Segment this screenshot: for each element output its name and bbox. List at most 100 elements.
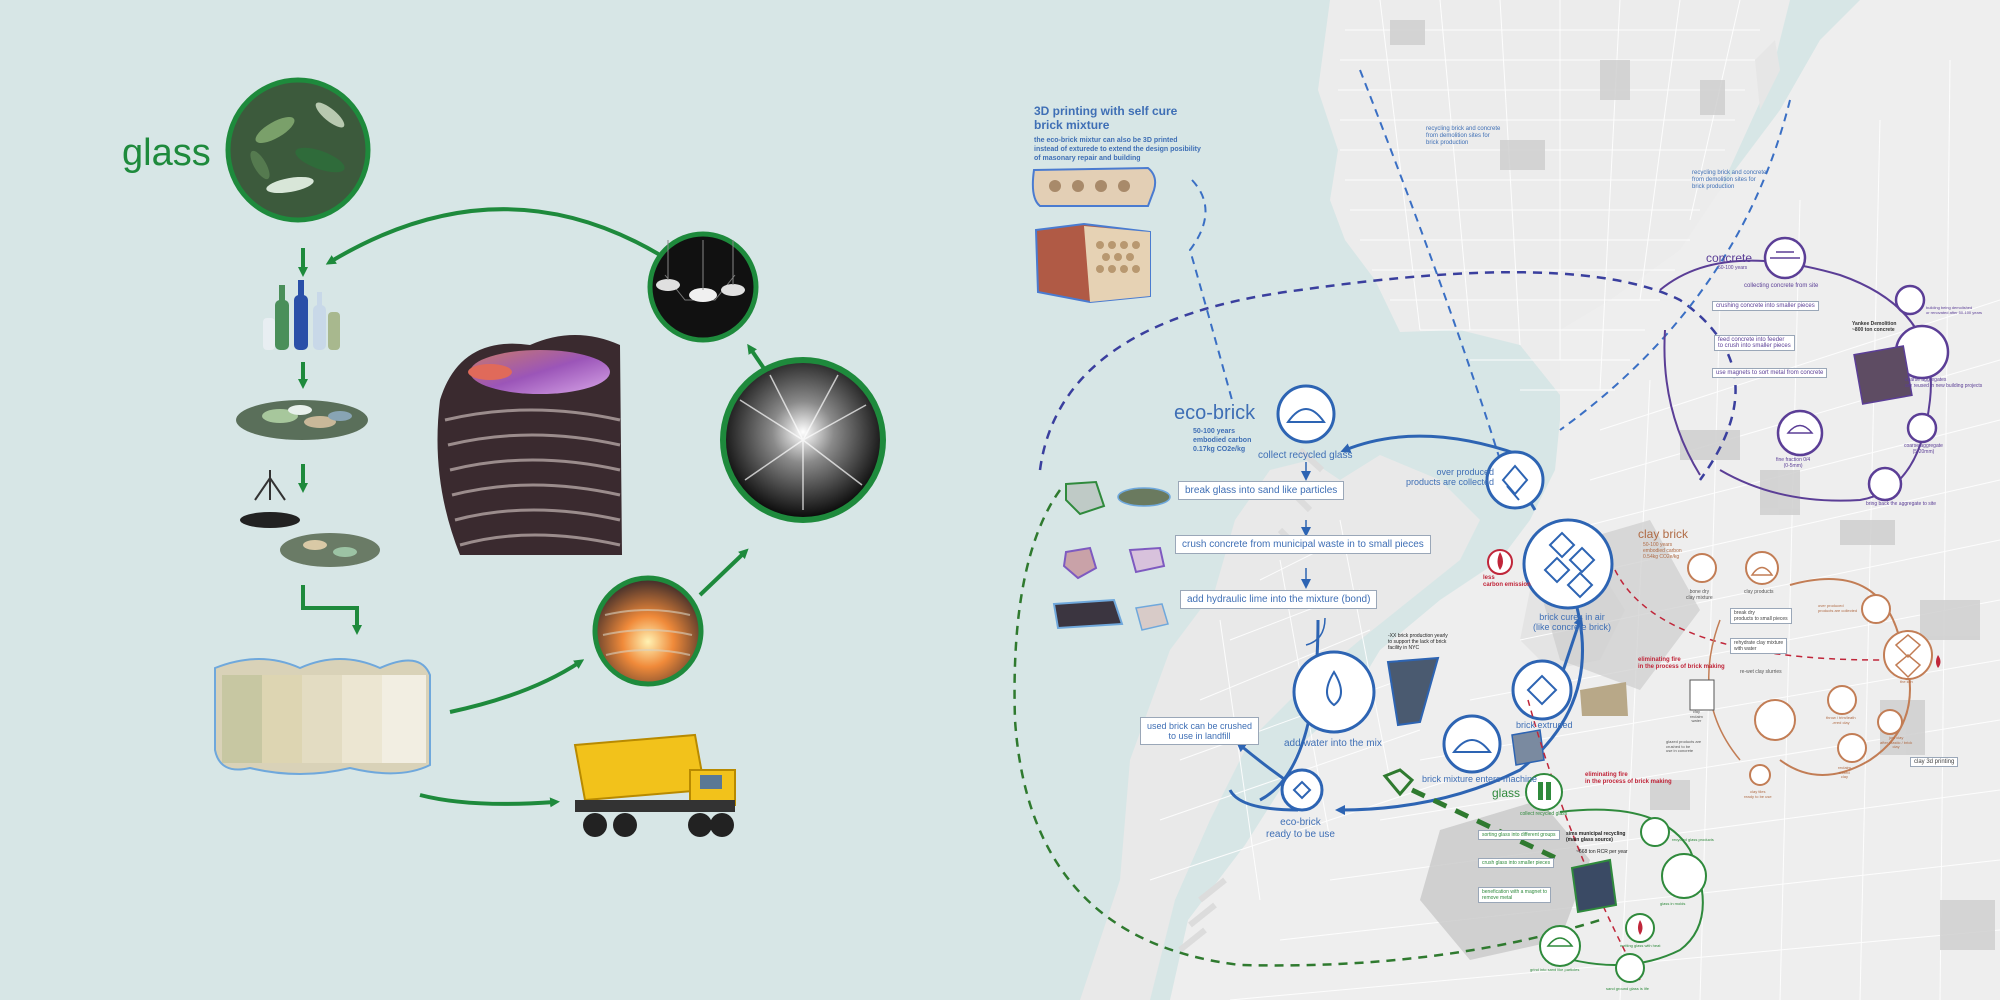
- glass-collect: collect recycled glass: [1520, 811, 1568, 817]
- fine-fraction: fine fraction 0/4 (0-5mm): [1776, 457, 1811, 470]
- clay-leather: throw / trim/leath -ered clay: [1826, 715, 1856, 725]
- glass-process-arrows: [298, 207, 767, 808]
- glass-sand-note-2: sand ground glass is life: [1606, 986, 1649, 991]
- coarse-line2: (5-20mm): [1912, 448, 1935, 455]
- benefit-2: remove metal: [1482, 895, 1513, 901]
- landfill-note: used brick can be crushed to use in land…: [1140, 717, 1260, 745]
- concrete-step1: crushing concrete into smaller pieces: [1712, 301, 1819, 311]
- plastic-1: just clay: [1888, 735, 1904, 740]
- green-dashed-loop: [1013, 489, 1601, 967]
- eco-brick-sub3: 0.17kg CO2e/kg: [1193, 446, 1246, 453]
- print-desc-1: the eco-brick mixtur can also be 3D prin…: [1034, 137, 1178, 144]
- clay-overproduced: over produced products are collected: [1818, 603, 1858, 613]
- fire-note-clay: eliminating fire in the process of brick…: [1638, 657, 1725, 671]
- reclaimed-3: clay: [1840, 774, 1848, 780]
- recycle-note-1: recycling brick and concrete from demoli…: [1426, 126, 1500, 147]
- molten-glass-photo: [592, 575, 704, 687]
- clay-rewet: re-wet clay slurries: [1740, 669, 1782, 675]
- clay-over-1: over produced: [1818, 603, 1844, 608]
- clay-rehydrate: rehydrate clay mixture with water: [1730, 638, 1788, 654]
- recycle1-line1: recycling brick and concrete: [1426, 126, 1501, 132]
- recycled-products: recycled glass products: [1672, 837, 1714, 842]
- leather-1: throw / trim/leath: [1826, 715, 1856, 720]
- fine-line2: (0-5mm): [1783, 462, 1803, 469]
- bone-dry: bone dry clay mixture: [1686, 589, 1713, 602]
- tons-note: ~668 ton RCR per year: [1576, 849, 1628, 855]
- building-blocks: [1390, 20, 1995, 950]
- aggregate-circle: [1906, 412, 1938, 444]
- bottles-icon: [263, 280, 340, 350]
- coarse-line1: coarse aggregate: [1904, 443, 1943, 449]
- collecting-concrete: collecting concrete from site: [1744, 283, 1819, 289]
- machine-label: brick mixture enters machine: [1422, 774, 1538, 784]
- sims-2: (main glass source): [1566, 836, 1613, 843]
- eco-brick-cycle: [1013, 69, 1881, 981]
- glazed-2: crushed to be: [1666, 743, 1691, 749]
- green-dashed-shape: [1382, 768, 1415, 797]
- glazed-3: use in concrete: [1666, 748, 1694, 754]
- sorted-glass-pile: [280, 533, 380, 567]
- concrete-title: concrete: [1706, 251, 1753, 265]
- clay-sub-1: 50-100 years: [1643, 542, 1673, 548]
- green-bottle-circle: [1640, 817, 1670, 847]
- concrete-sub: 50-100 years: [1718, 265, 1748, 271]
- print-desc-3: of masonary repair and building: [1034, 155, 1141, 162]
- glass-sand-samples: [214, 658, 431, 775]
- yankee-line2: ~800 ton concrete: [1852, 326, 1895, 333]
- eco-brick-title: eco-brick: [1174, 402, 1256, 424]
- fine-line1: fine fraction 0/4: [1776, 457, 1811, 463]
- reclaim-3: water: [1691, 718, 1702, 724]
- add-water-label: add water into the mix: [1284, 738, 1382, 749]
- glass-cycle: [1525, 773, 1707, 983]
- glass-crush: crush glass into smaller pieces: [1478, 858, 1555, 868]
- clay-over-2: products are collected: [1818, 607, 1858, 613]
- recycle1-line2: from demolition sites for: [1426, 132, 1490, 139]
- brick-collect-circle: [1485, 450, 1545, 510]
- clay-glazed: glazed products are crushed to be use in…: [1666, 739, 1701, 754]
- leather-2: -ered clay: [1832, 719, 1850, 725]
- clay-products: clay products: [1744, 589, 1774, 595]
- concrete-step2-l1: feed concrete into feeder: [1718, 337, 1785, 343]
- tiles-1: clay tiles: [1750, 789, 1766, 794]
- concrete-step2: feed concrete into feeder to crush into …: [1714, 335, 1795, 351]
- melting-note: melting glass with heat: [1620, 943, 1661, 948]
- step-crush-concrete: crush concrete from municipal waste in t…: [1175, 535, 1431, 554]
- glass-benefit: benefication with a magnet to remove met…: [1478, 887, 1552, 903]
- glass-bottles-circle: [1525, 773, 1563, 811]
- industrial-zone-sunset: [1420, 800, 1590, 960]
- coarse-reuse-1: coarse aggregates: [1905, 377, 1947, 383]
- water-icon-circle: [1292, 650, 1376, 734]
- carbon-line2: carbon emission: [1483, 581, 1531, 588]
- production-line1: -XX brick production yearly: [1388, 633, 1448, 639]
- clay-tiles: clay tiles ready to be use: [1744, 789, 1772, 799]
- clay-kiln: the kiln: [1900, 679, 1913, 684]
- concrete-step2-l2: to crush into smaller pieces: [1718, 343, 1791, 349]
- step-break-glass: break glass into sand like particles: [1178, 481, 1345, 500]
- glass-sculpture-image: [435, 335, 623, 557]
- step-add-lime: add hydraulic lime into the mixture (bon…: [1180, 590, 1378, 609]
- recycle2-line1: recycling brick and concrete: [1692, 170, 1767, 176]
- ready-line2: ready to be use: [1266, 828, 1335, 840]
- concrete-step3: use magnets to sort metal from concrete: [1712, 368, 1828, 378]
- production-note: -XX brick production yearly to support t…: [1388, 633, 1448, 651]
- cures-line2: (like concrete brick): [1533, 622, 1612, 633]
- benefit-1: benefication with a magnet to: [1482, 889, 1548, 895]
- extruded-label: brick extruded: [1516, 720, 1573, 730]
- eco-brick-ready-circle: [1280, 768, 1324, 812]
- recycle2-line3: brick production: [1692, 183, 1735, 190]
- left-panel: [214, 77, 886, 837]
- recycle-note-2: recycling brick and concrete from demoli…: [1692, 170, 1766, 191]
- clay-sub: 50-100 years embodied carbon 0.54kg CO2e…: [1643, 542, 1682, 560]
- recycle1-line3: brick production: [1426, 139, 1469, 146]
- lamp-photo-large: [720, 357, 886, 523]
- clay-rehydrate-2: with water: [1734, 646, 1757, 652]
- glass-molds-note: glass in molds: [1660, 901, 1686, 906]
- bone-dry-circle: [1687, 553, 1717, 583]
- reclaim-2: reclaim: [1690, 713, 1703, 719]
- reclaim-1: clay: [1692, 709, 1700, 714]
- fire-eco-1: eliminating fire: [1585, 772, 1628, 778]
- collect-glass-label: collect recycled glass: [1258, 450, 1353, 461]
- landfill-line1: used brick can be crushed: [1147, 721, 1253, 731]
- production-line2: to support the lack of brick: [1388, 638, 1447, 645]
